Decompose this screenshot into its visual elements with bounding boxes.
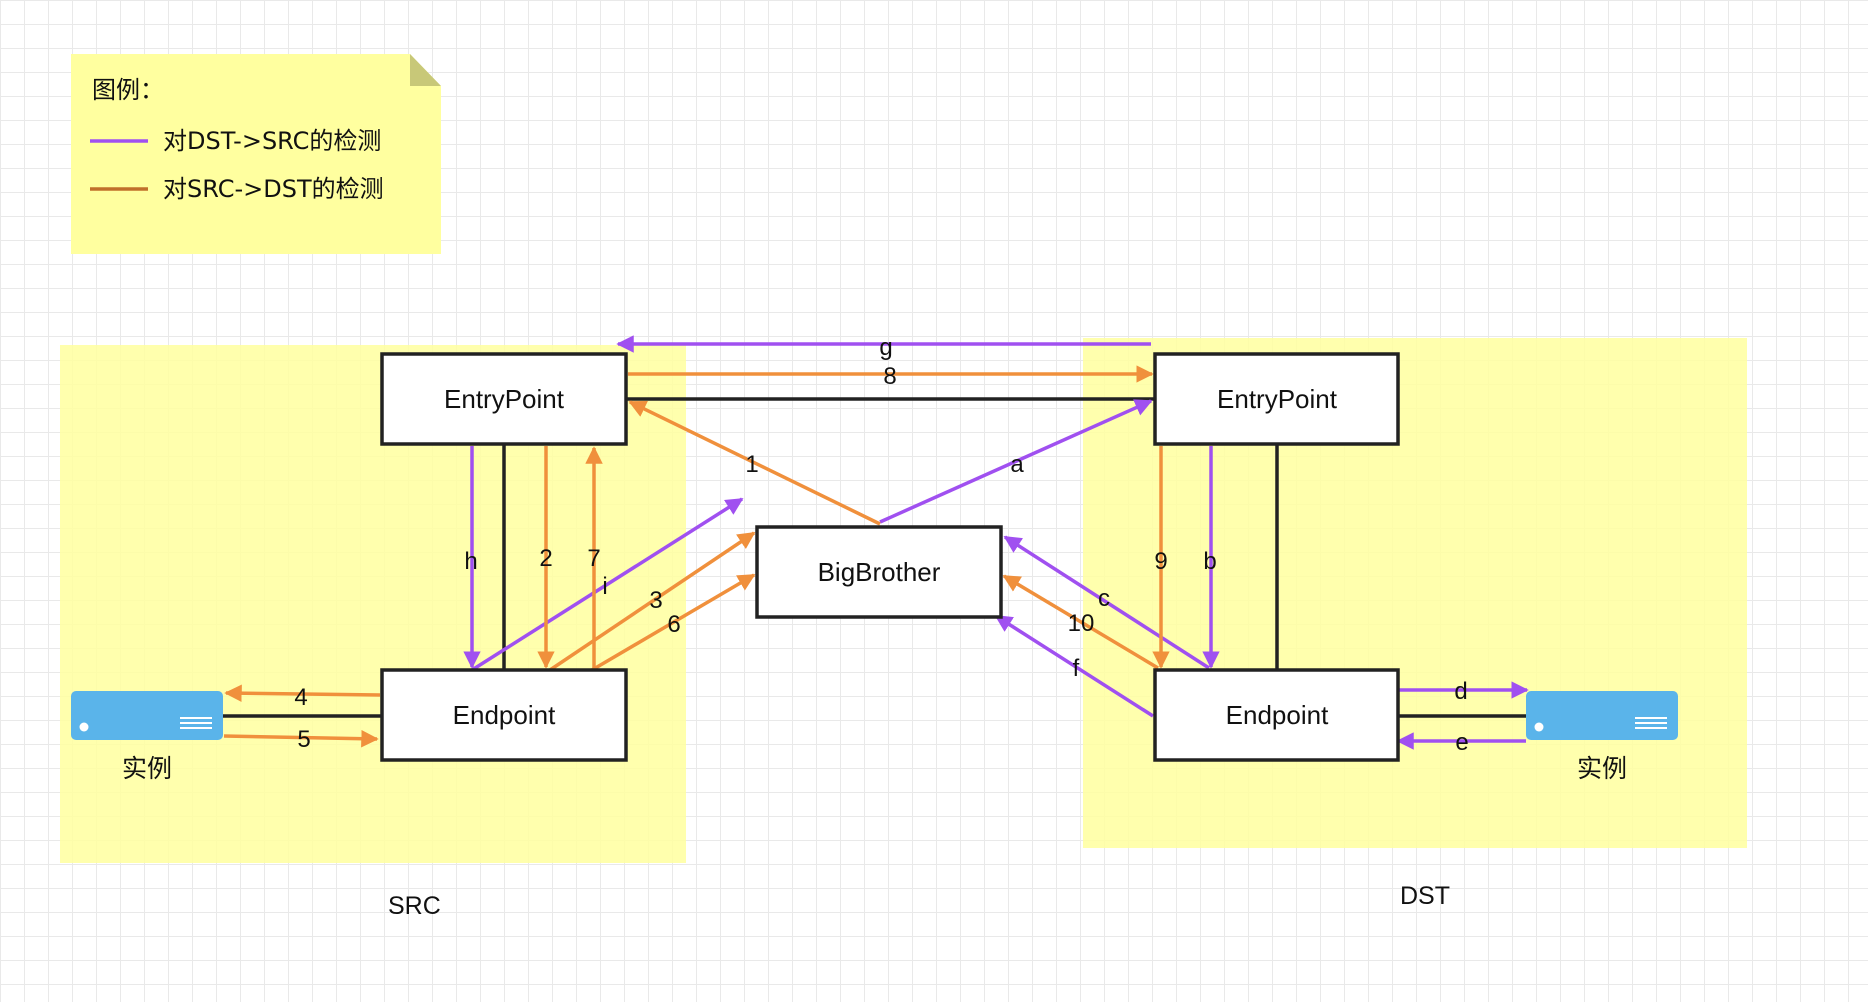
src-instance-label: 实例 bbox=[122, 754, 172, 783]
dst-endpoint-label: Endpoint bbox=[1226, 700, 1329, 730]
edge-a-arrow bbox=[879, 399, 1153, 524]
edge-label-6: 6 bbox=[667, 611, 680, 638]
edge-10-arrow bbox=[1002, 574, 1159, 670]
edge-label-b: b bbox=[1203, 548, 1216, 575]
edge-label-d: d bbox=[1454, 678, 1467, 705]
edge-label-g: g bbox=[879, 334, 892, 361]
edge-label-7: 7 bbox=[587, 545, 600, 572]
edge-6-arrow bbox=[591, 573, 756, 672]
legend: 图例： 对DST->SRC的检测 对SRC->DST的检测 bbox=[71, 54, 441, 254]
edge-label-2: 2 bbox=[539, 545, 552, 572]
edge-label-f: f bbox=[1073, 655, 1080, 682]
edge-label-5: 5 bbox=[297, 726, 310, 753]
dst-entrypoint-box bbox=[1153, 352, 1400, 446]
edge-4-arrow bbox=[224, 684, 381, 702]
dst-entrypoint-label: EntryPoint bbox=[1217, 384, 1338, 414]
edge-label-8: 8 bbox=[883, 363, 896, 390]
legend-title: 图例： bbox=[92, 76, 164, 104]
edge-1-arrow bbox=[628, 400, 881, 526]
edge-5-arrow bbox=[223, 729, 379, 748]
src-endpoint-label: Endpoint bbox=[453, 700, 556, 730]
edge-label-4: 4 bbox=[294, 684, 307, 711]
src-endpoint-box bbox=[380, 668, 628, 762]
edge-3-arrow bbox=[549, 531, 756, 672]
bigbrother-box bbox=[755, 525, 1003, 619]
src-zone-label: SRC bbox=[388, 892, 441, 920]
dst-endpoint-box bbox=[1153, 668, 1400, 762]
dst-instance-server-icon bbox=[1526, 691, 1678, 740]
edge-label-1: 1 bbox=[745, 451, 758, 478]
edge-label-10: 10 bbox=[1068, 610, 1095, 637]
edge-label-a: a bbox=[1010, 451, 1024, 478]
edge-f-arrow bbox=[994, 614, 1154, 718]
edge-label-c: c bbox=[1098, 585, 1110, 612]
src-entrypoint-label: EntryPoint bbox=[444, 384, 565, 414]
legend-item-dst-to-src: 对DST->SRC的检测 bbox=[163, 127, 381, 155]
edge-i-arrow bbox=[471, 497, 744, 672]
edge-c-arrow bbox=[1003, 535, 1210, 670]
edge-label-i: i bbox=[602, 573, 607, 600]
dst-instance-label: 实例 bbox=[1577, 754, 1627, 783]
edge-label-h: h bbox=[464, 548, 477, 575]
edge-label-e: e bbox=[1455, 729, 1468, 756]
bigbrother-label: BigBrother bbox=[818, 557, 941, 587]
edge-label-9: 9 bbox=[1154, 548, 1167, 575]
legend-item-src-to-dst: 对SRC->DST的检测 bbox=[163, 175, 384, 203]
edge-label-3: 3 bbox=[649, 587, 662, 614]
src-entrypoint-box bbox=[380, 352, 628, 446]
dst-zone-label: DST bbox=[1400, 882, 1450, 910]
src-instance-server-icon bbox=[71, 691, 223, 740]
